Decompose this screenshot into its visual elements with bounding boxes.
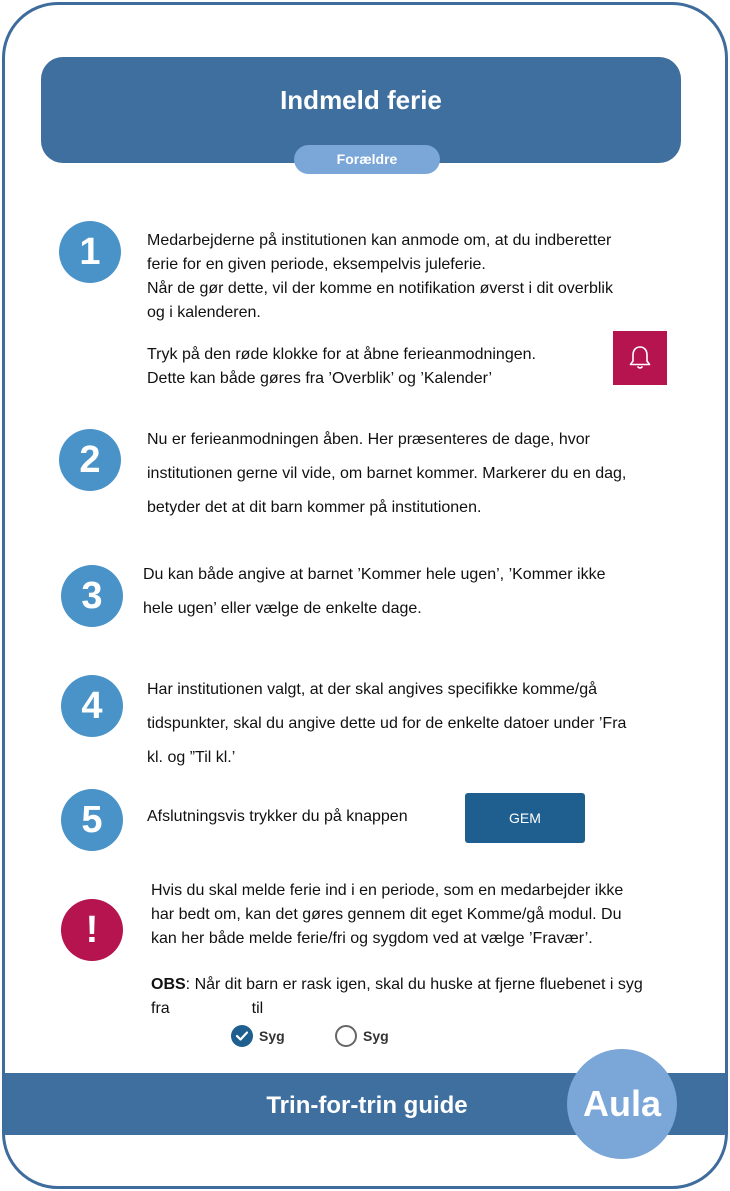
audience-badge: Forældre <box>294 145 440 174</box>
footer-title: Trin-for-trin guide <box>266 1092 468 1119</box>
step-4-line: Har institutionen valgt, at der skal ang… <box>147 681 597 698</box>
step-5-line: Afslutningsvis trykker du på knappen <box>147 808 408 825</box>
syg-unchecked-example[interactable]: Syg <box>335 1025 389 1047</box>
syg-unchecked-label: Syg <box>363 1028 389 1044</box>
step-1-number: 1 <box>59 221 121 283</box>
obs-from: fra <box>151 1000 170 1017</box>
obs-note: OBS: Når dit barn er rask igen, skal du … <box>151 973 691 1021</box>
step-4-line: tidspunkter, skal du angive dette ud for… <box>147 715 627 732</box>
step-2-line: betyder det at dit barn kommer på instit… <box>147 499 482 516</box>
step-5-text: Afslutningsvis trykker du på knappen <box>147 805 457 829</box>
step-1-line: Når de gør dette, vil der komme en notif… <box>147 280 613 297</box>
step-3-text: Du kan både angive at barnet ’Kommer hel… <box>143 558 703 626</box>
step-1-bell-text: Tryk på den røde klokke for at åbne feri… <box>147 343 597 391</box>
warning-line: kan her både melde ferie/fri og sygdom v… <box>151 930 593 947</box>
notification-bell-button[interactable] <box>613 331 667 385</box>
syg-checked-label: Syg <box>259 1028 285 1044</box>
gem-button[interactable]: GEM <box>465 793 585 843</box>
step-5-number: 5 <box>61 789 123 851</box>
step-2-line: institutionen gerne vil vide, om barnet … <box>147 465 627 482</box>
step-2-number: 2 <box>59 429 121 491</box>
step-1-line: Medarbejderne på institutionen kan anmod… <box>147 232 612 249</box>
step-1-line: ferie for en given periode, eksempelvis … <box>147 256 486 273</box>
step-1-line: og i kalenderen. <box>147 304 261 321</box>
obs-text: : Når dit barn er rask igen, skal du hus… <box>185 976 643 993</box>
step-2-line: Nu er ferieanmodningen åben. Her præsent… <box>147 431 590 448</box>
step-4-text: Har institutionen valgt, at der skal ang… <box>147 673 707 775</box>
bell-icon <box>629 346 651 369</box>
obs-to: til <box>251 1000 264 1017</box>
step-1-bell-line: Dette kan både gøres fra ’Overblik’ og ’… <box>147 370 493 387</box>
aula-logo: Aula <box>567 1049 677 1159</box>
empty-circle-icon <box>335 1025 357 1047</box>
check-icon <box>231 1025 253 1047</box>
step-4-number: 4 <box>61 675 123 737</box>
step-1-text: Medarbejderne på institutionen kan anmod… <box>147 229 687 325</box>
warning-line: Hvis du skal melde ferie ind i en period… <box>151 882 624 899</box>
step-1-bell-line: Tryk på den røde klokke for at åbne feri… <box>147 346 536 363</box>
syg-checked-example[interactable]: Syg <box>231 1025 285 1047</box>
step-3-number: 3 <box>61 565 123 627</box>
step-4-line: kl. og ”Til kl.’ <box>147 749 236 766</box>
warning-text: Hvis du skal melde ferie ind i en period… <box>151 879 691 951</box>
warning-symbol: ! <box>61 899 123 961</box>
step-3-line: hele ugen’ eller vælge de enkelte dage. <box>143 600 422 617</box>
step-2-text: Nu er ferieanmodningen åben. Her præsent… <box>147 423 707 525</box>
warning-line: har bedt om, kan det gøres gennem dit eg… <box>151 906 622 923</box>
page-title: Indmeld ferie <box>280 85 442 115</box>
obs-label: OBS <box>151 976 186 993</box>
step-3-line: Du kan både angive at barnet ’Kommer hel… <box>143 566 606 583</box>
